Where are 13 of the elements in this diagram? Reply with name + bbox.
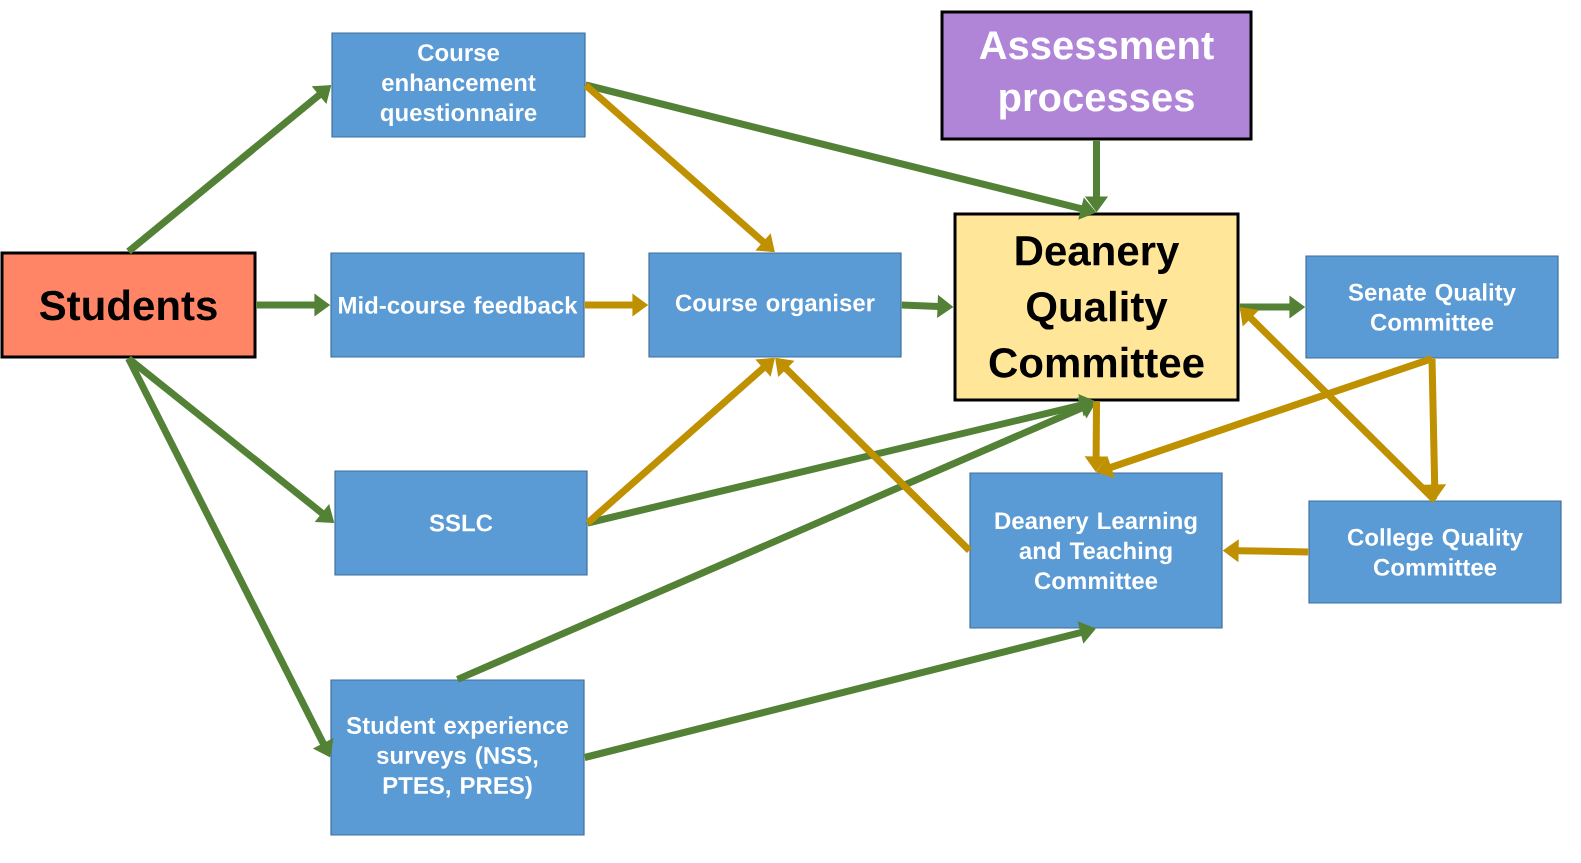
process-box: Deanery Learning and Teaching Committee xyxy=(969,472,1223,629)
input-box: Assessment processes xyxy=(940,10,1253,141)
arrow xyxy=(583,82,775,253)
arrow xyxy=(585,357,775,526)
process-box: Student experience surveys (NSS, PTES, PRES) xyxy=(330,679,585,836)
committee-box: Deanery Quality Committee xyxy=(953,212,1240,402)
process-box: Course enhancement questionnaire xyxy=(331,32,586,138)
terminal-box: Students xyxy=(0,251,257,359)
process-box: College Quality Committee xyxy=(1308,500,1562,604)
process-box: Course organiser xyxy=(648,252,902,358)
process-box: Senate Quality Committee xyxy=(1305,255,1559,359)
process-box: Mid-course feedback xyxy=(330,252,585,358)
process-box: SSLC xyxy=(334,470,588,576)
